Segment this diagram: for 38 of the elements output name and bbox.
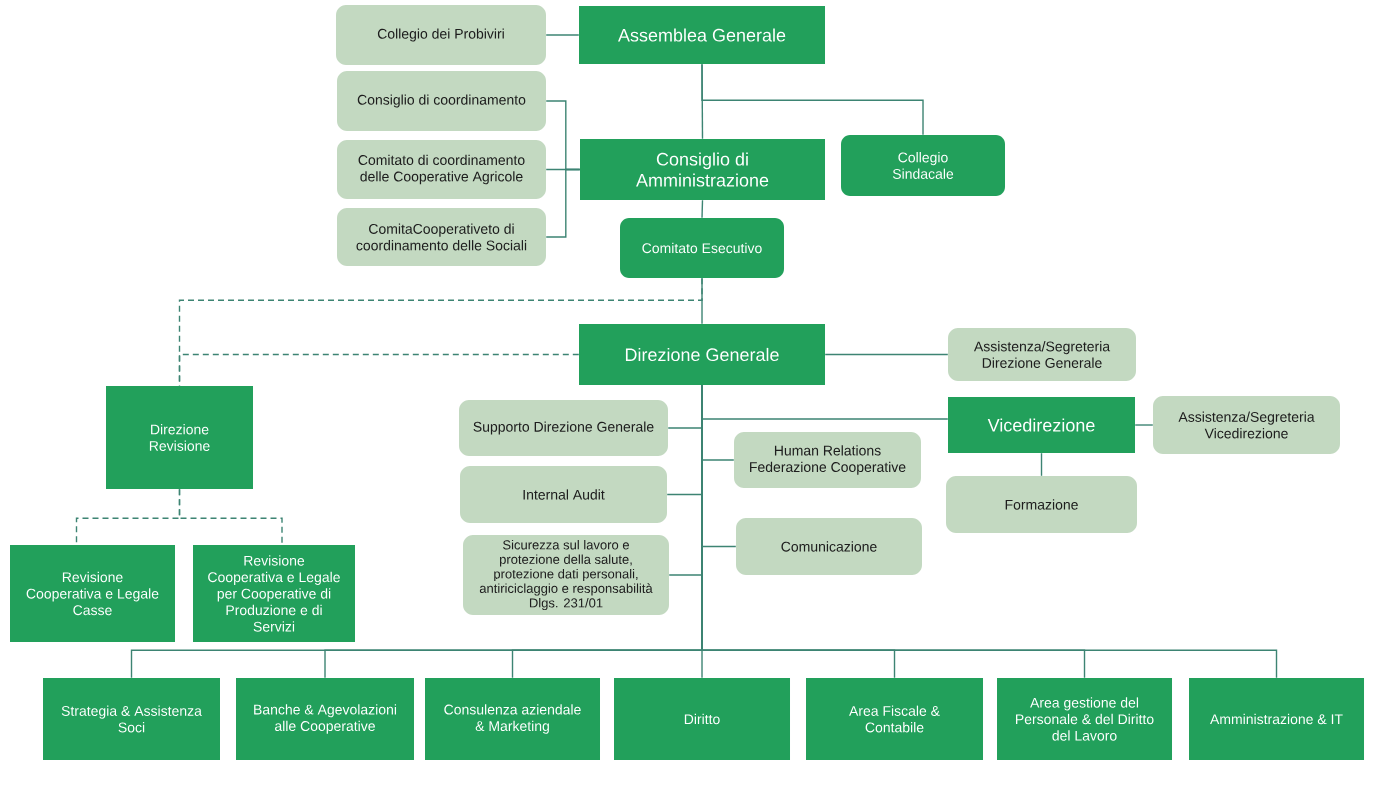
org-box: Comitato Esecutivo [620,218,784,278]
org-box: Assistenza/Segreteria Direzione Generale [948,328,1136,381]
org-box: Consulenza aziendale & Marketing [425,678,600,760]
org-box: Human Relations Federazione Cooperative [734,432,921,488]
org-box: Vicedirezione [948,397,1135,453]
org-box: Direzione Revisione [106,386,253,489]
org-box: Collegio Sindacale [841,135,1005,196]
org-box: Formazione [946,476,1137,533]
org-box: Diritto [614,678,790,760]
org-box: Assemblea Generale [579,6,825,64]
org-box: Revisione Cooperativa e Legale Casse [10,545,175,642]
connector-line [701,384,1278,679]
connector-line [1040,452,1043,477]
org-box: Consiglio di coordinamento [337,71,546,131]
org-box: Banche & Agevolazioni alle Cooperative [236,678,414,760]
org-box: Sicurezza sul lavoro e protezione della salute, protezione dati personali, antiriciclaggio e responsabilità Dlgs. 231/01 [463,535,669,615]
connector-line [701,63,924,136]
connector-line [178,488,283,546]
connector-line [178,353,580,387]
org-box: Comunicazione [736,518,922,575]
org-box: Consiglio di Amministrazione [580,139,825,200]
connector-line [545,168,581,238]
connector-line [701,199,704,219]
org-box: Assistenza/Segreteria Vicedirezione [1153,396,1340,454]
org-box: Amministrazione & IT [1189,678,1364,760]
org-box: Internal Audit [460,466,667,523]
org-box: Strategia & Assistenza Soci [43,678,220,760]
org-box: Direzione Generale [579,324,825,385]
connector-line [824,353,949,356]
org-box: ComitaCooperativeto di coordinamento delle Sociali [337,208,546,266]
org-box: Supporto Direzione Generale [459,400,668,456]
connector-line [1134,424,1154,426]
org-box: Area Fiscale & Contabile [806,678,983,760]
connector-line [545,34,580,36]
org-box: Collegio dei Probiviri [336,5,546,65]
org-box: Revisione Cooperativa e Legale per Cooperative di Produzione e di Servizi [193,545,355,642]
org-box: Area gestione del Personale & del Diritto del Lavoro [997,678,1172,760]
org-box: Comitato di coordinamento delle Cooperative Agricole [337,140,546,199]
